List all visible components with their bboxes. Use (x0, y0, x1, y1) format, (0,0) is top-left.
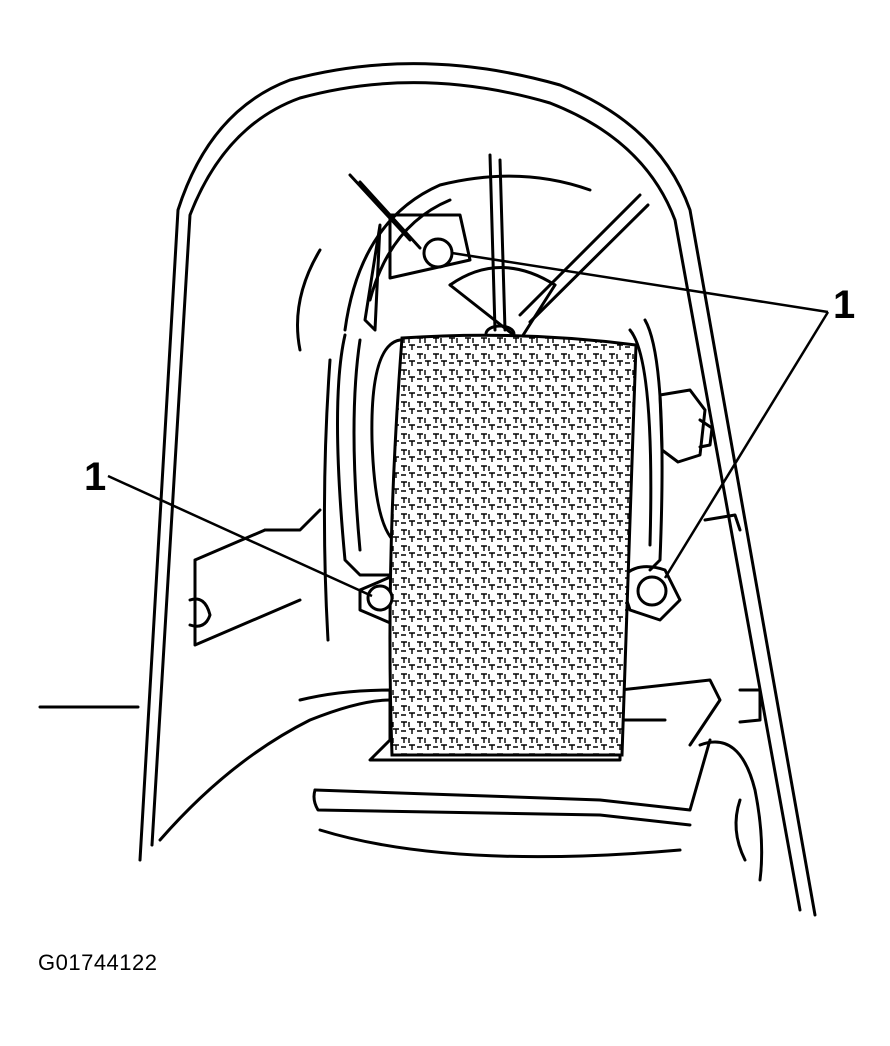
inner-wall (188, 248, 332, 647)
filter-mesh (388, 333, 638, 757)
callout-label-left: 1 (84, 455, 106, 499)
leader-line-left (107, 474, 373, 598)
housing-outline (38, 62, 817, 917)
motor-body (370, 338, 402, 547)
callout-label-right: 1 (833, 283, 855, 327)
nut-icon (658, 388, 714, 464)
leader-line-right (663, 311, 830, 579)
blower-wheel (343, 153, 650, 344)
figure-id: G01744122 (38, 950, 158, 975)
leader-line-top (451, 251, 829, 314)
bolt-hole-top (422, 237, 454, 269)
bolt-hole-left (366, 584, 394, 612)
bolt-hole-right (636, 575, 668, 607)
